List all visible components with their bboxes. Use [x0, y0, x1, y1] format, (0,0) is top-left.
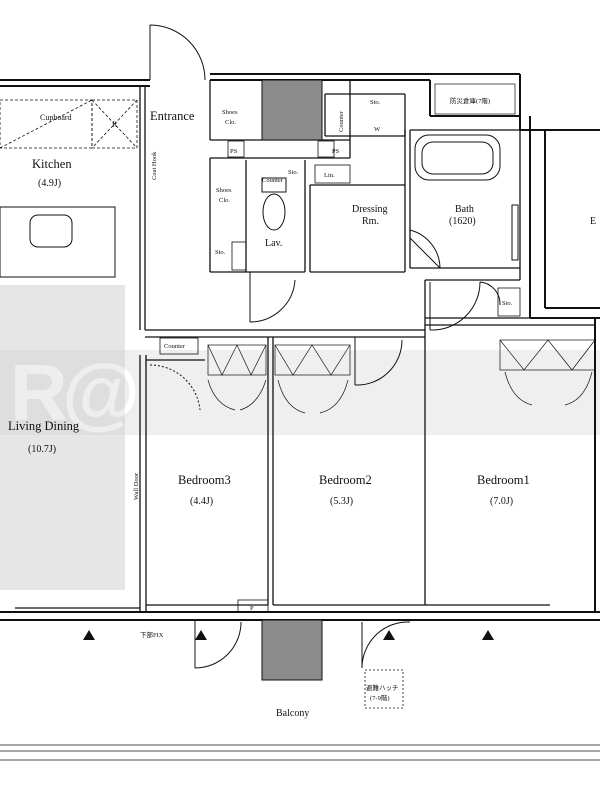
living-dining-size: (10.7J): [28, 444, 56, 455]
bath-name: Bath: [455, 204, 474, 215]
kitchen-name: Kitchen: [32, 157, 72, 171]
sto-label-bath: Sto.: [502, 300, 513, 307]
sto-label-lav: Sto.: [288, 169, 299, 176]
svg-text:R: R: [10, 348, 68, 437]
bathtub: [414, 134, 519, 261]
shoes-closet-2-label-a: Shoes: [216, 187, 232, 194]
window-arrows: [83, 630, 494, 640]
emergency-hatch: [364, 669, 404, 709]
interior-walls: [15, 80, 595, 612]
counter-label-lav: Counter: [262, 177, 284, 184]
storage-box: [434, 83, 516, 115]
balcony-railing: [0, 744, 600, 761]
living-dining-floor-shade: [0, 285, 125, 590]
watermark: R @: [0, 348, 600, 437]
columns: [261, 79, 323, 681]
storage-jp-label: 防災倉庫(7階): [450, 96, 490, 105]
bedroom1-name: Bedroom1: [477, 473, 530, 487]
closet-doors: [207, 339, 596, 414]
sto-label-shoes: Sto.: [215, 249, 226, 256]
door-swings: [149, 24, 501, 669]
toilet: [261, 177, 287, 231]
living-dining-name: Living Dining: [8, 419, 80, 433]
sto-label-top: Sto.: [370, 99, 381, 106]
dressing-label-a: Dressing: [352, 204, 388, 215]
small-boxes: [159, 140, 521, 613]
counter-label-hall: Counter: [164, 343, 186, 350]
bedroom2-size: (5.3J): [330, 496, 353, 507]
balcony-label: Balcony: [276, 708, 309, 719]
shoes-closet-1-label-b: Clo.: [225, 119, 236, 126]
linen-label: Lin.: [324, 172, 335, 179]
ps-label-2: PS: [332, 148, 340, 155]
refrigerator-label: R: [112, 120, 118, 129]
bedroom1-size: (7.0J): [490, 496, 513, 507]
bedroom3-name: Bedroom3: [178, 473, 231, 487]
cupboard: [0, 99, 138, 149]
ps-label-1: PS: [230, 148, 238, 155]
bedroom2-name: Bedroom2: [319, 473, 372, 487]
shoes-closet-1-label-a: Shoes: [222, 109, 238, 116]
kitchen-size: (4.9J): [38, 178, 61, 189]
svg-text:@: @: [62, 348, 140, 437]
east-cut-label: E: [590, 216, 596, 227]
fix-label: 下部FIX: [140, 630, 164, 639]
lav-label: Lav.: [265, 238, 282, 249]
dressing-label-b: Rm.: [362, 216, 379, 227]
hatch-label-a: 避難ハッチ: [366, 683, 399, 692]
entrance-label: Entrance: [150, 109, 195, 123]
hatch-label-b: (7-9階): [370, 693, 390, 702]
shoes-closet-2-label-b: Clo.: [219, 197, 230, 204]
pipe-space-label: P: [250, 605, 254, 612]
bedroom3-size: (4.4J): [190, 496, 213, 507]
counter-label-entrance: Counter: [338, 110, 345, 132]
bath-size: (1620): [449, 216, 476, 227]
cupboard-label: Cupboard: [40, 113, 72, 122]
wall-door-label: Wall Door: [133, 472, 140, 500]
kitchen-island: [0, 206, 116, 278]
washer-label: W: [374, 126, 381, 133]
coat-hook-label: Coat Hook: [151, 151, 158, 180]
